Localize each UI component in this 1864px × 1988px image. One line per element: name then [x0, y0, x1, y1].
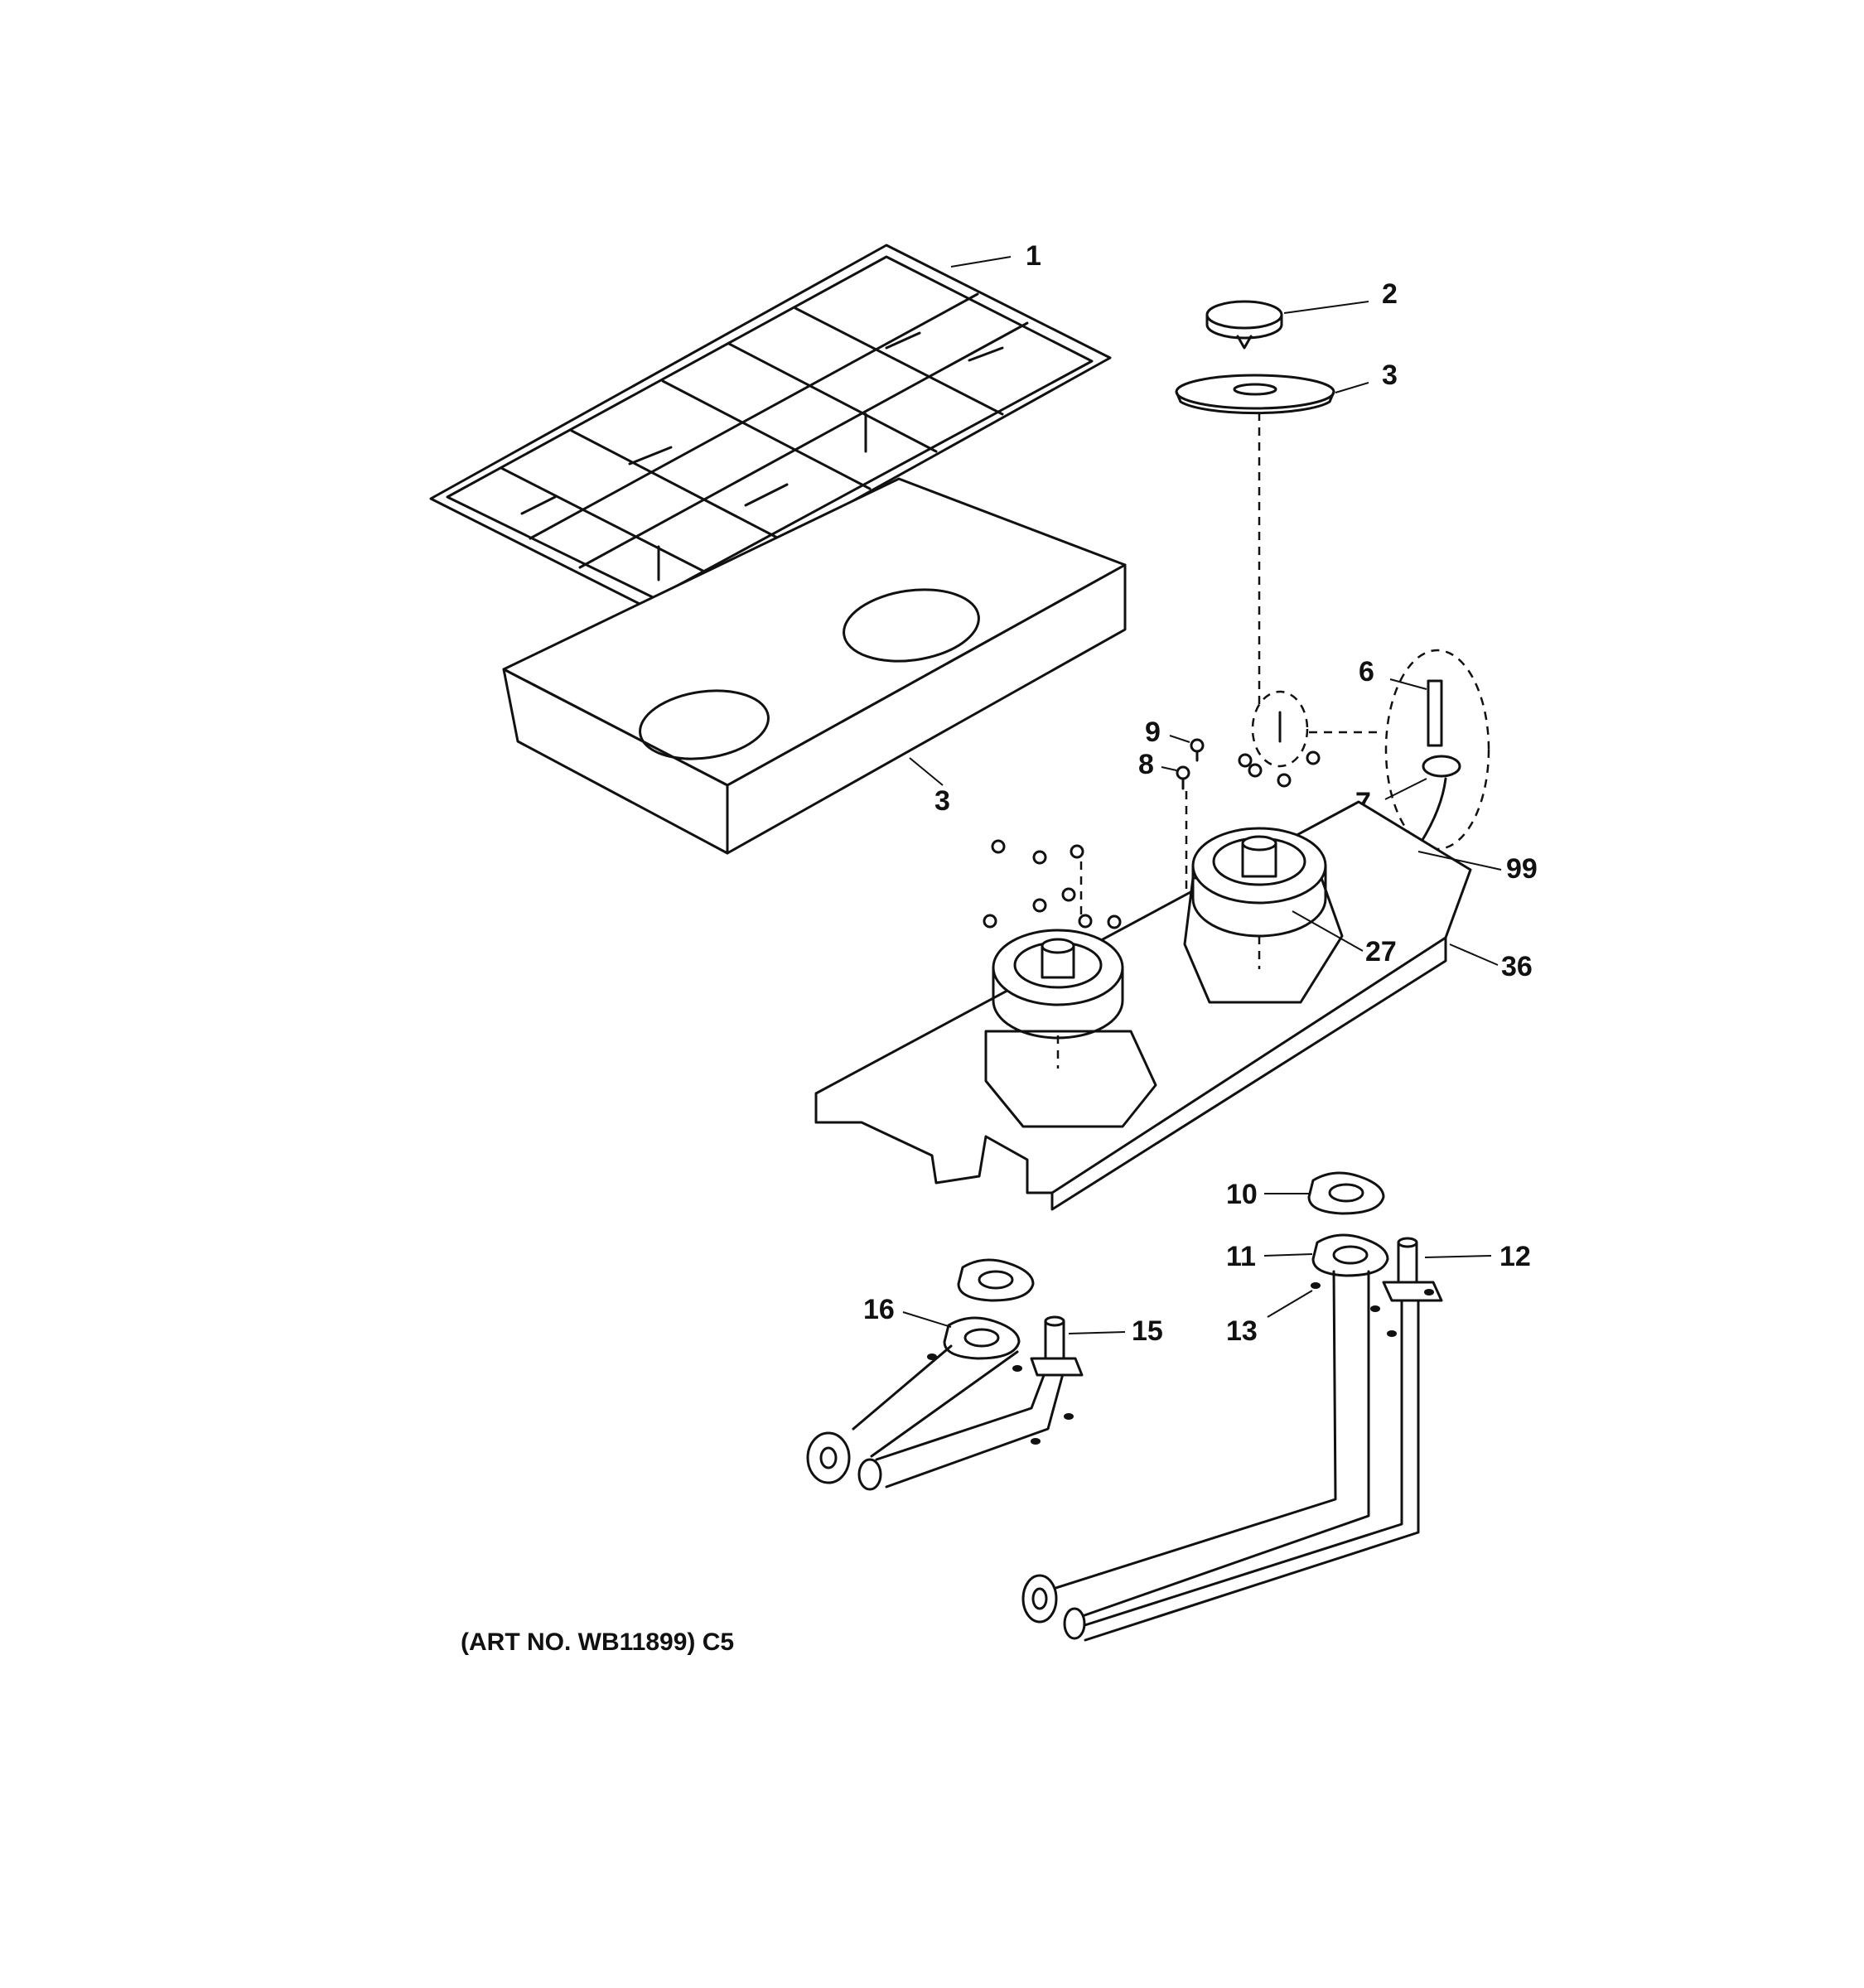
grate-part-1 [429, 244, 1112, 613]
label-36: 36 [1501, 951, 1533, 982]
leader-12 [1424, 1255, 1492, 1258]
front-burner-bowl [984, 929, 1157, 1128]
label-8: 8 [1138, 749, 1154, 780]
leader-99 [1417, 851, 1502, 871]
burner-head-part-3 [1175, 374, 1335, 415]
screws [963, 738, 1321, 1107]
gasket-part-10 [1307, 1171, 1385, 1215]
leader-36 [1449, 943, 1499, 966]
burner-tube-assembly-left [806, 1258, 1084, 1491]
leader-13 [1267, 1290, 1313, 1318]
leader-5 [909, 757, 944, 786]
label-5: 3 [934, 785, 950, 817]
leader-3 [1335, 382, 1369, 393]
leader-11 [1263, 1253, 1313, 1257]
label-1: 1 [1026, 240, 1041, 272]
art-number-caption: (ART NO. WB11899) C5 [461, 1629, 734, 1656]
drip-pan-part-5 [502, 477, 1127, 855]
label-9: 9 [1145, 717, 1161, 748]
leader-27 [1292, 910, 1364, 952]
leader-7 [1384, 778, 1427, 800]
leader-1 [950, 256, 1012, 268]
right-fasteners [1311, 1282, 1434, 1337]
label-3: 3 [1382, 359, 1398, 391]
label-13: 13 [1226, 1315, 1258, 1347]
leader-2 [1283, 301, 1369, 314]
label-10: 10 [1226, 1179, 1258, 1210]
leader-6 [1389, 678, 1427, 690]
left-fasteners [927, 1353, 1074, 1445]
leader-16 [902, 1311, 952, 1328]
label-16: 16 [863, 1294, 895, 1325]
burner-tube-assembly-right [1021, 1233, 1443, 1642]
label-6: 6 [1359, 656, 1374, 688]
leader-15 [1068, 1331, 1126, 1334]
label-15: 15 [1132, 1315, 1163, 1347]
burner-cap-part-2 [1205, 300, 1283, 350]
label-2: 2 [1382, 278, 1398, 310]
label-11: 11 [1226, 1241, 1256, 1272]
burner-bowl-part-27 [1183, 827, 1344, 1004]
label-12: 12 [1499, 1241, 1531, 1272]
mounting-plate-part-36 [814, 800, 1472, 1211]
label-99: 99 [1506, 853, 1538, 885]
label-27: 27 [1365, 936, 1397, 967]
leader-8 [1161, 766, 1177, 771]
leader-9 [1169, 735, 1190, 743]
